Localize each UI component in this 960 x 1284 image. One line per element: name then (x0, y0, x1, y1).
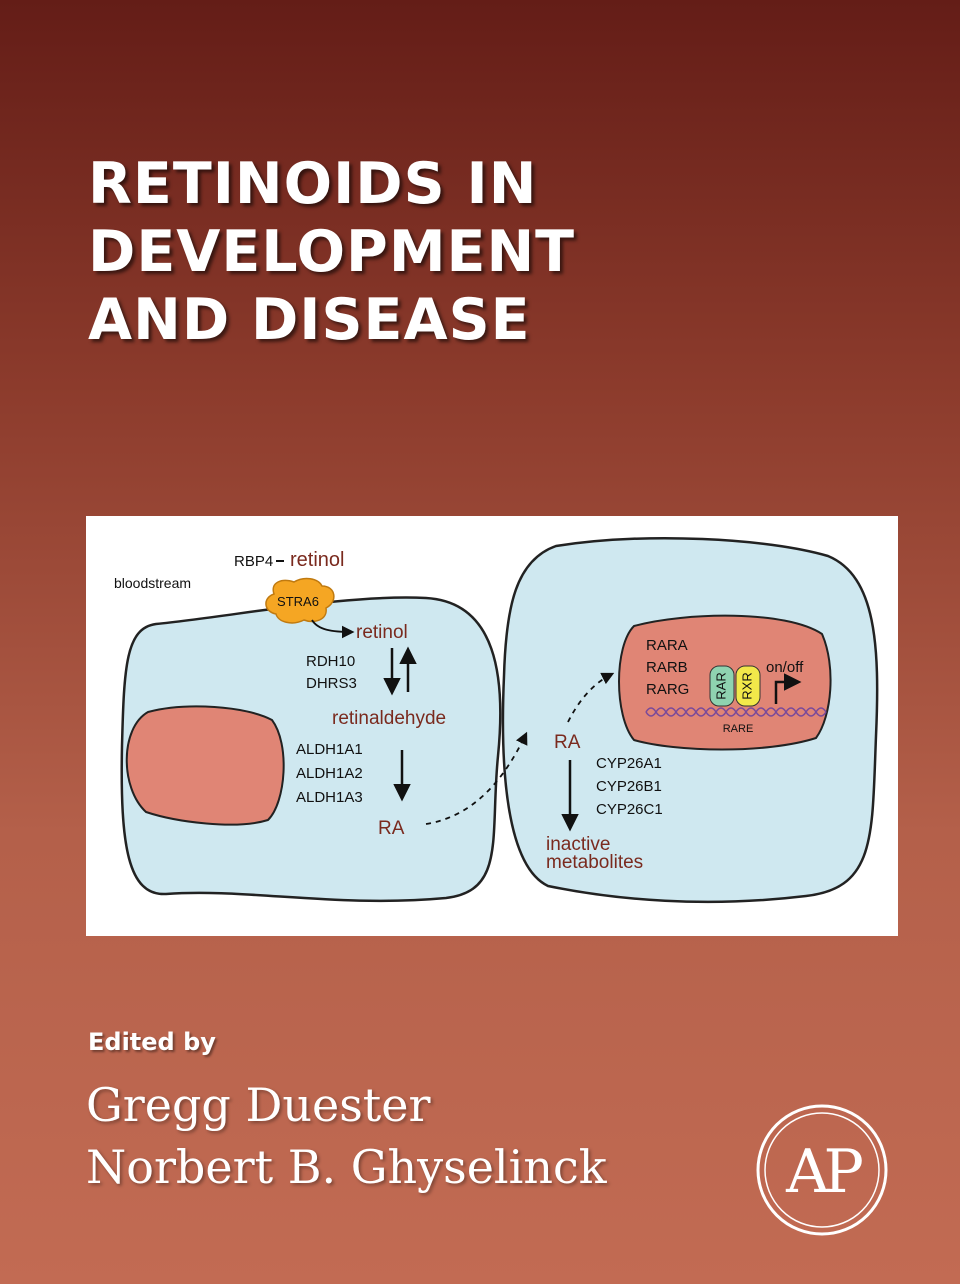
ra-left-label: RA (378, 818, 405, 839)
logo-lettering: AP (785, 1137, 862, 1207)
inactive-label: inactive (546, 834, 610, 855)
book-title: RETINOIDS IN DEVELOPMENT AND DISEASE (88, 150, 575, 354)
title-line-2: DEVELOPMENT (88, 219, 576, 285)
retinaldehyde-label: retinaldehyde (332, 708, 446, 729)
on-off-label: on/off (766, 659, 804, 676)
dhrs3-label: DHRS3 (306, 675, 357, 692)
aldh1a1-label: ALDH1A1 (296, 741, 363, 758)
left-nucleus (125, 705, 285, 826)
aldh1a3-label: ALDH1A3 (296, 789, 363, 806)
cyp26b1-label: CYP26B1 (596, 778, 662, 795)
retinol-cell-label: retinol (356, 622, 408, 643)
bloodstream-label: bloodstream (114, 575, 191, 591)
rara-label: RARA (646, 637, 688, 654)
title-line-1: RETINOIDS IN (88, 151, 538, 217)
cyp26a1-label: CYP26A1 (596, 755, 662, 772)
rdh10-label: RDH10 (306, 653, 355, 670)
rarb-label: RARB (646, 659, 688, 676)
editor-name-1: Gregg Duester (86, 1078, 431, 1132)
rarg-label: RARG (646, 681, 689, 698)
publisher-logo: AP (752, 1100, 892, 1244)
stra6-transporter (265, 577, 335, 624)
cyp26c1-label: CYP26C1 (596, 801, 663, 818)
editor-name-2: Norbert B. Ghyselinck (86, 1140, 607, 1194)
stra6-label: STRA6 (277, 594, 319, 609)
edited-by-label: Edited by (88, 1028, 216, 1056)
rxr-receptor (735, 665, 761, 707)
rar-label: RAR (713, 672, 728, 699)
retinol-bloodstream-label: retinol (290, 549, 344, 571)
dna-helix-strand-2 (645, 707, 827, 717)
ra-transport-arrow (425, 731, 528, 825)
ap-logo-mark: AP (756, 1104, 888, 1236)
transcription-arrow (774, 673, 802, 704)
rxr-label: RXR (739, 672, 754, 699)
rar-receptor (709, 665, 735, 707)
rbp4-label: RBP4 (234, 553, 273, 570)
aldh1a2-label: ALDH1A2 (296, 765, 363, 782)
title-line-3: AND DISEASE (88, 287, 531, 353)
stra6-to-retinol-arrow (311, 619, 355, 639)
ra-nuclear-arrow (567, 672, 615, 723)
retinoid-signaling-diagram: RAR RXR bloodstream RBP4 STRA6 RDH10 DHR… (114, 537, 879, 904)
cover-figure: RAR RXR bloodstream RBP4 STRA6 RDH10 DHR… (86, 516, 898, 936)
rare-label: RARE (723, 723, 754, 735)
metabolites-label: metabolites (546, 852, 643, 873)
ra-right-label: RA (554, 732, 581, 753)
